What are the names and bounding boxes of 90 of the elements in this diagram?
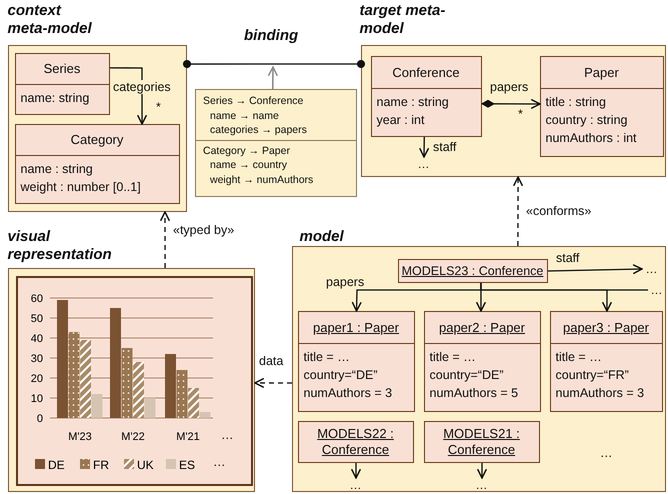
ellipsis-text: …: [213, 455, 226, 469]
slot-text: title = …: [554, 348, 603, 366]
axis-tick-label: 20: [30, 372, 42, 384]
object-name: MODELS22 : Conference: [316, 424, 395, 458]
attribute-text: name: string: [20, 90, 90, 106]
object-box: [298, 420, 414, 462]
edge-label: staff: [433, 140, 456, 154]
mapping-text: name → country: [209, 158, 288, 172]
slot-text: country=“DE”: [428, 366, 504, 384]
package-title: visual representation: [8, 228, 113, 264]
mapping-text: weight → numAuthors: [209, 172, 314, 187]
ellipsis-text: …: [600, 446, 612, 460]
class-name: Conference: [372, 56, 480, 88]
attribute-text: name : string: [20, 160, 94, 178]
attribute-text: title : string: [544, 94, 607, 110]
arrow: [350, 463, 362, 479]
slot-text: numAuthors = 3: [554, 384, 646, 402]
edge-label: «conforms»: [526, 204, 592, 218]
arrow: [268, 66, 278, 89]
class-box: [14, 52, 110, 114]
class-box: [370, 56, 482, 136]
slot-text: numAuthors = 3: [302, 384, 394, 402]
ellipsis-text: …: [348, 478, 364, 492]
axis-tick-label: 60: [30, 292, 42, 304]
edge-label: staff: [556, 251, 580, 265]
category-label: M'23: [68, 430, 92, 442]
note-box: [195, 89, 357, 197]
edge-label: «typed by»: [173, 223, 234, 237]
attribute-text: name : string: [376, 94, 450, 110]
package-title: target meta-model: [360, 2, 446, 38]
object-box: [424, 420, 540, 462]
class-box: [540, 56, 664, 156]
object-name: MODELS21 : Conference: [442, 424, 521, 458]
legend-text: DE: [48, 458, 64, 472]
mapping-text: name → name: [209, 108, 280, 123]
attribute-text: weight : number [0..1]: [20, 178, 142, 196]
class-name: Paper: [540, 56, 662, 88]
object-box: [550, 310, 662, 412]
category-label: M'21: [176, 430, 200, 442]
object-box: [298, 310, 414, 412]
attribute-text: year : int: [376, 112, 426, 128]
arrow: [476, 463, 488, 479]
ellipsis-text: …: [474, 478, 490, 492]
object-box: [398, 258, 548, 282]
edge-label: binding: [244, 27, 298, 45]
arrow: [419, 137, 430, 158]
object-name: paper1 : Paper: [298, 312, 414, 344]
legend-text: ES: [178, 458, 195, 472]
arrow: [160, 211, 170, 268]
object-name: MODELS23 : Conference: [400, 262, 544, 280]
class-name: Series: [16, 54, 108, 84]
axis-tick-label: 10: [30, 392, 42, 404]
ellipsis-text: …: [648, 282, 666, 296]
slot-text: country=“DE”: [302, 366, 378, 384]
legend-text: UK: [136, 458, 154, 472]
ellipsis-text: …: [416, 156, 432, 170]
arrow: [548, 264, 643, 274]
edge-label: data: [259, 354, 284, 368]
axis-tick-label: 40: [30, 332, 42, 344]
edge-label: papers: [490, 80, 528, 94]
category-label: M'22: [120, 430, 144, 442]
ellipsis-text: …: [221, 428, 234, 442]
slot-text: title = …: [302, 348, 351, 366]
axis-tick-label: 0: [36, 412, 42, 424]
attribute-text: country : string: [544, 112, 628, 128]
object-box: [424, 310, 540, 412]
slot-text: title = …: [428, 348, 477, 366]
arrow: [512, 176, 524, 246]
multiplicity-text: *: [156, 100, 161, 114]
edge-label: papers: [326, 275, 364, 289]
slot-text: country=“FR”: [554, 366, 630, 384]
object-name: paper2 : Paper: [424, 312, 540, 344]
legend-text: FR: [92, 458, 108, 472]
mapping-text: Series → Conference: [202, 94, 304, 108]
arrow: [254, 378, 292, 388]
mapping-text: Category → Paper: [202, 144, 291, 158]
arrow: [481, 98, 541, 110]
class-box: [14, 124, 180, 204]
class-name: Category: [16, 124, 178, 156]
multiplicity-text: *: [518, 107, 523, 121]
axis-tick-label: 30: [30, 352, 42, 364]
object-name: paper3 : Paper: [550, 312, 662, 344]
mapping-text: categories → papers: [196, 123, 356, 140]
edge-label: categories: [112, 80, 172, 94]
axis-tick-label: 50: [30, 312, 42, 324]
attribute-text: numAuthors : int: [544, 130, 638, 146]
ellipsis-text: …: [642, 262, 662, 276]
slot-text: numAuthors = 5: [428, 384, 520, 402]
package-title: model: [300, 228, 345, 246]
package-title: context meta-model: [8, 2, 93, 38]
